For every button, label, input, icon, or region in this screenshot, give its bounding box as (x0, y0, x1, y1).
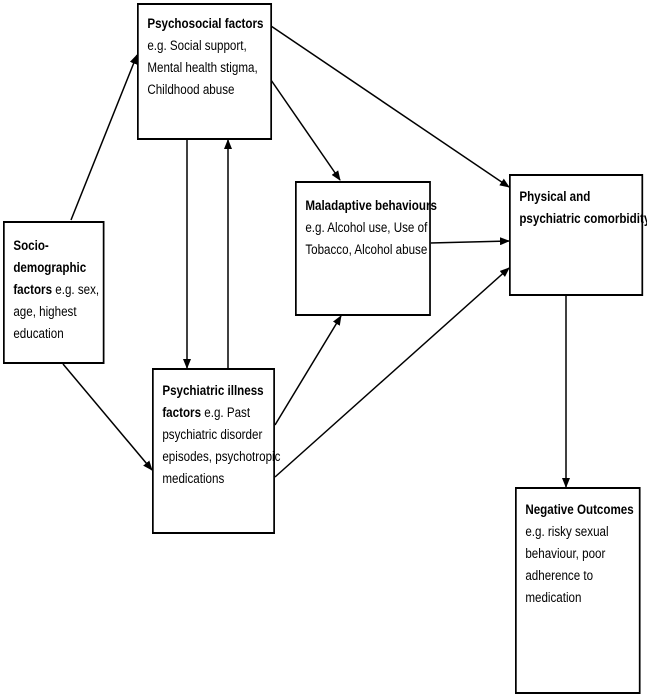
psychiatric-illness-box: Psychiatric illness factors e.g. Past ps… (152, 368, 280, 534)
arrow-psychiatric-to-maladaptive (274, 315, 342, 426)
psychosocial-title: Psychosocial factors (147, 16, 264, 31)
sociodemographic-title: Socio-demographic factors (13, 238, 87, 297)
comorbidity-box: Physical and psychiatric comorbidity (509, 174, 647, 296)
psychiatric-examples: e.g. Past psychiatric disorder episodes,… (162, 405, 281, 486)
arrow-sociodemographic-to-psychiatric (62, 363, 153, 471)
arrow-psychosocial-to-comorbidity (270, 25, 510, 188)
maladaptive-examples: e.g. Alcohol use, Use of Tobacco, Alcoho… (305, 220, 428, 257)
arrow-psychiatric-to-comorbidity (274, 267, 510, 478)
negative-examples: e.g. risky sexual behaviour, poor adhere… (525, 524, 609, 605)
sociodemographic-factors-box: Socio-demographic factors e.g. sex, age,… (3, 221, 105, 364)
arrow-maladaptive-to-comorbidity (429, 237, 510, 246)
comorbidity-title: Physical and psychiatric comorbidity (519, 189, 647, 226)
psychiatric-title: Psychiatric illness factors (162, 383, 264, 420)
sociodemographic-examples: e.g. sex, age, highest education (13, 282, 100, 341)
arrow-sociodemographic-to-psychosocial (70, 54, 138, 221)
psychosocial-factors-box: Psychosocial factors e.g. Social support… (137, 3, 273, 140)
negative-title: Negative Outcomes (525, 502, 634, 517)
negative-outcomes-box: Negative Outcomes e.g. risky sexual beha… (515, 487, 641, 694)
maladaptive-behaviours-box: Maladaptive behaviours e.g. Alcohol use,… (295, 181, 437, 316)
maladaptive-title: Maladaptive behaviours (305, 198, 437, 213)
psychosocial-examples: e.g. Social support, Mental health stigm… (147, 38, 258, 97)
arrow-psychosocial-to-maladaptive (270, 79, 341, 181)
